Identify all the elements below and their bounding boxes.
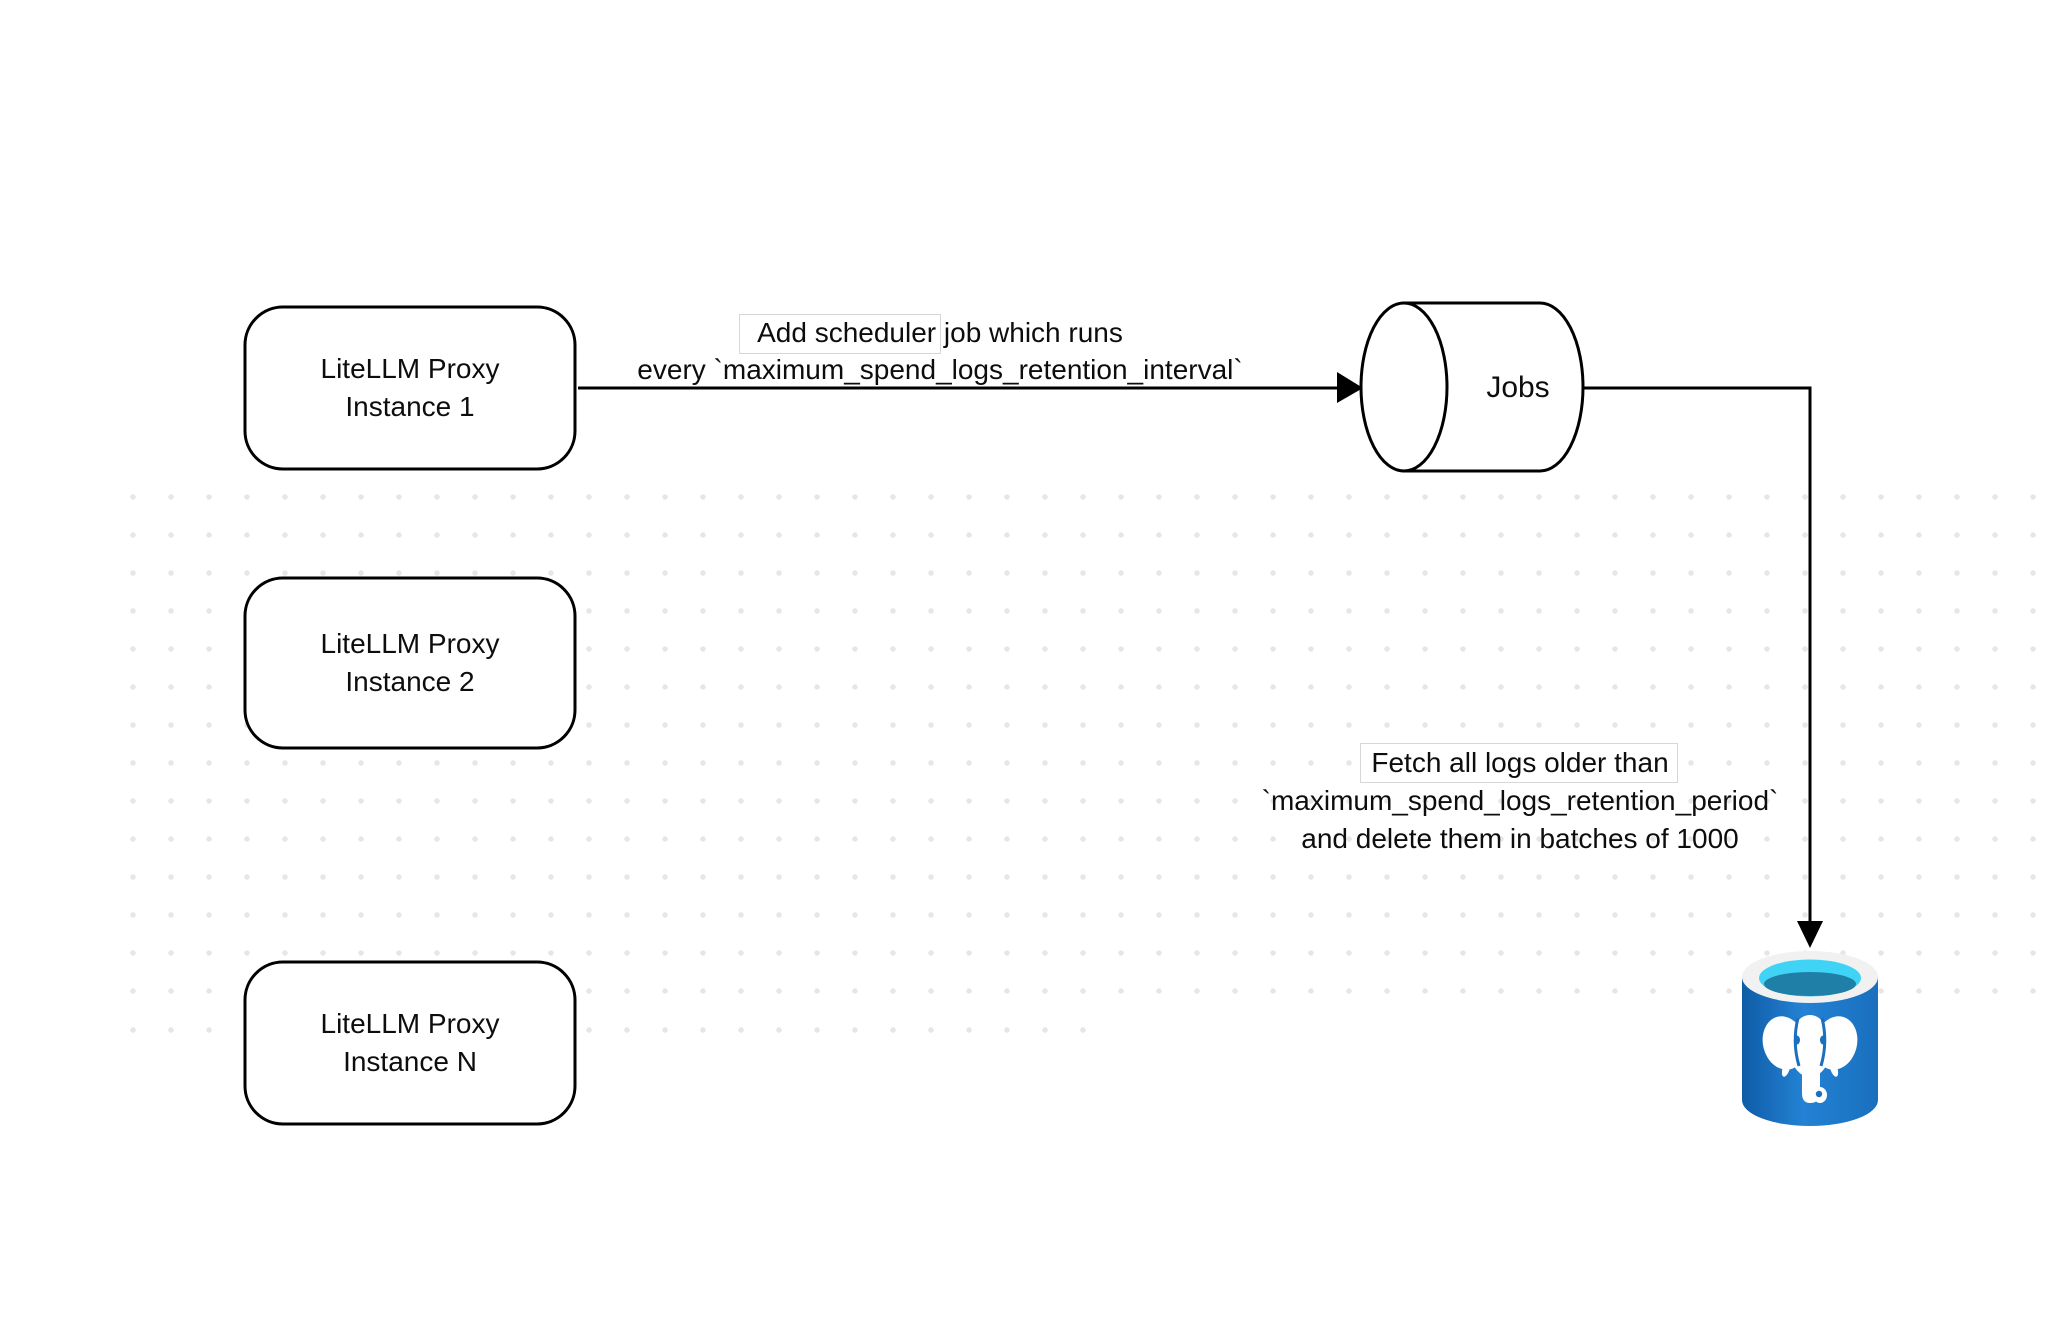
elephant-icon [1762,1015,1858,1103]
node-label-line: LiteLLM Proxy [320,353,500,384]
node-proxy-instance-1 [243,305,577,471]
node-label-line: Instance N [343,1046,477,1077]
node-proxy-instance-2 [243,576,577,750]
edge-label-line: every `maximum_spend_logs_retention_inte… [637,354,1243,385]
node-proxy-instance-n-label: LiteLLM Proxy Instance N [245,962,575,1124]
arrowhead-down-icon [1797,921,1823,948]
edge-label-background [739,314,941,354]
node-label-line: Instance 2 [345,666,475,697]
edge-cleanup-label: Fetch all logs older than `maximum_spend… [1120,744,1920,858]
node-label-line: Instance 1 [345,391,475,422]
node-jobs-queue [1359,301,1585,473]
node-label-line: LiteLLM Proxy [320,1008,500,1039]
node-proxy-instance-2-label: LiteLLM Proxy Instance 2 [245,578,575,748]
edge-label-line: Fetch all logs older than [1371,747,1669,778]
edge-label-line: Add scheduler job which runs [757,317,1123,348]
edge-cleanup-arrow [1583,386,1812,922]
postgresql-database-icon [1742,951,1878,1126]
edge-label-line: `maximum_spend_logs_retention_period` [1261,785,1779,816]
node-proxy-instance-1-label: LiteLLM Proxy Instance 1 [245,307,575,469]
db-opening-inner [1764,972,1856,996]
arrowhead-right-icon [1337,372,1363,403]
edge-label-line: and delete them in batches of 1000 [1301,823,1739,854]
edge-scheduler-label: Add scheduler job which runs every `maxi… [540,314,1340,388]
queue-cap-icon [1359,301,1449,473]
node-label-line: LiteLLM Proxy [320,628,500,659]
edge-label-background [1360,743,1678,783]
node-jobs-label: Jobs [1486,371,1550,404]
node-proxy-instance-n [243,960,577,1126]
